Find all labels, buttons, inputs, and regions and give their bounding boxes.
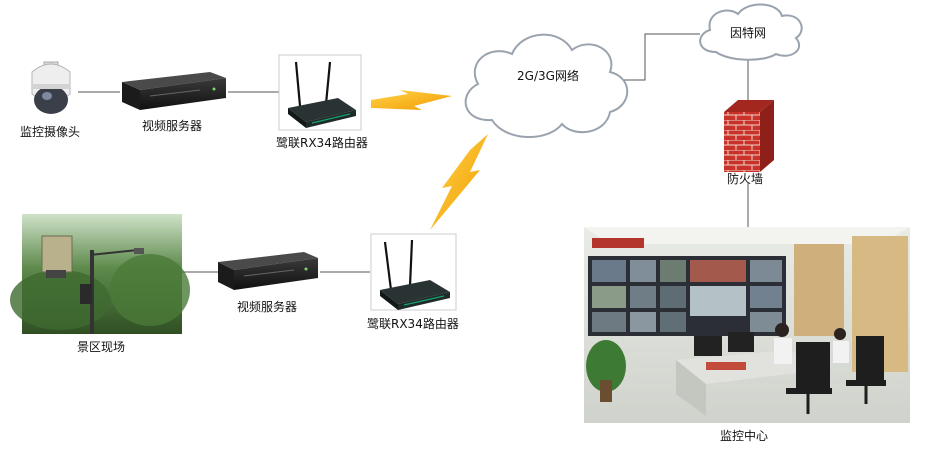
network-cloud-icon: 2G/3G网络 <box>464 33 629 138</box>
scenic-site-photo <box>10 214 190 334</box>
internet-cloud-label: 因特网 <box>730 25 766 40</box>
firewall-label: 防火墙 <box>727 172 764 186</box>
camera-icon <box>31 61 71 114</box>
lightning-bottom-icon <box>430 134 488 230</box>
scenic-site-label: 景区现场 <box>77 340 126 354</box>
lightning-top-icon <box>371 90 452 110</box>
internet-cloud-icon: 因特网 <box>699 3 803 61</box>
monitoring-center-label: 监控中心 <box>720 429 769 443</box>
router-bottom-label: 鹭联RX34路由器 <box>367 317 459 331</box>
network-cloud-label: 2G/3G网络 <box>517 68 579 83</box>
video-server-bottom-label: 视频服务器 <box>237 300 298 314</box>
line-network-internet <box>612 33 700 81</box>
camera-label: 监控摄像头 <box>20 125 81 139</box>
router-bottom-icon <box>370 233 457 311</box>
video-server-bottom-icon <box>218 252 318 290</box>
connection-lines <box>78 33 749 273</box>
firewall-icon <box>724 100 774 172</box>
router-top-icon <box>278 54 362 131</box>
video-server-top-icon <box>122 72 226 110</box>
monitoring-center-photo <box>584 227 910 423</box>
router-top-label: 鹭联RX34路由器 <box>276 136 368 150</box>
video-server-top-label: 视频服务器 <box>142 119 203 133</box>
